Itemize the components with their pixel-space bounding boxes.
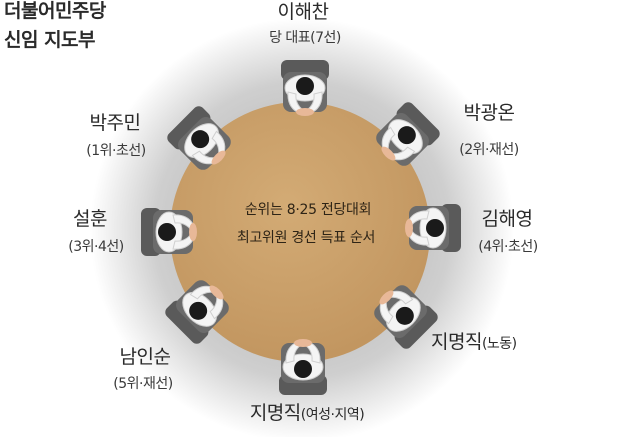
member-role-top: 당 대표(7선)	[269, 30, 341, 46]
member-role-bottom-right: (노동)	[481, 336, 517, 352]
member-name-top-left: 박주민	[89, 112, 141, 134]
member-role-left: (3위·4선)	[68, 239, 124, 255]
person-hands	[296, 108, 314, 116]
person-hands	[189, 223, 197, 241]
center-note-line-2: 최고위원 경선 득표 순서	[236, 230, 376, 246]
member-role-top-right: (2위·재선)	[459, 142, 519, 158]
member-name-top-right: 박광온	[463, 102, 515, 124]
member-name-top: 이해찬	[277, 1, 329, 23]
person-head	[189, 301, 208, 320]
member-name-bottom-right: 지명직	[431, 331, 482, 353]
chair-back	[165, 300, 209, 344]
person-head	[296, 77, 314, 95]
person-hands	[405, 219, 413, 237]
chair-back	[167, 106, 211, 150]
seat-bottom-right	[374, 285, 438, 349]
member-label-bottom: 지명직(여성·지역)	[249, 402, 365, 425]
seats-group	[141, 60, 461, 395]
seat-top-left	[167, 106, 231, 170]
person-head	[397, 126, 416, 145]
seat-left	[141, 208, 197, 256]
person-head	[395, 306, 414, 325]
seat-top	[281, 60, 329, 116]
chair-back	[396, 102, 440, 146]
member-label-bottom-right: 지명직(노동)	[431, 331, 517, 354]
person-head	[191, 130, 210, 149]
person-hands	[211, 150, 226, 165]
chair-back	[394, 305, 438, 349]
member-role-bottom-left: (5위·재선)	[113, 376, 173, 392]
member-role-top-left: (1위·초선)	[86, 143, 146, 159]
title-line-1: 더불어민주당	[4, 0, 106, 22]
seat-bottom-left	[165, 280, 229, 344]
seat-top-right	[376, 102, 440, 166]
seat-right	[405, 204, 461, 252]
seat-bottom	[279, 339, 327, 395]
member-name-right: 김해영	[481, 208, 533, 230]
member-role-right: (4위·초선)	[478, 239, 538, 255]
center-note-line-1: 순위는 8·25 전당대회	[244, 202, 372, 218]
person-hands	[294, 339, 312, 347]
member-name-bottom-left: 남인순	[119, 346, 171, 368]
person-head	[294, 360, 312, 378]
person-head	[426, 219, 444, 237]
member-name-left: 설훈	[73, 208, 107, 230]
round-table	[170, 102, 430, 362]
title-line-2: 신임 지도부	[4, 29, 96, 51]
member-role-bottom: (여성·지역)	[300, 407, 365, 423]
person-hands	[379, 290, 394, 305]
person-hands	[381, 146, 396, 161]
member-name-bottom: 지명직	[249, 402, 301, 424]
person-head	[158, 223, 176, 241]
person-hands	[209, 285, 224, 300]
